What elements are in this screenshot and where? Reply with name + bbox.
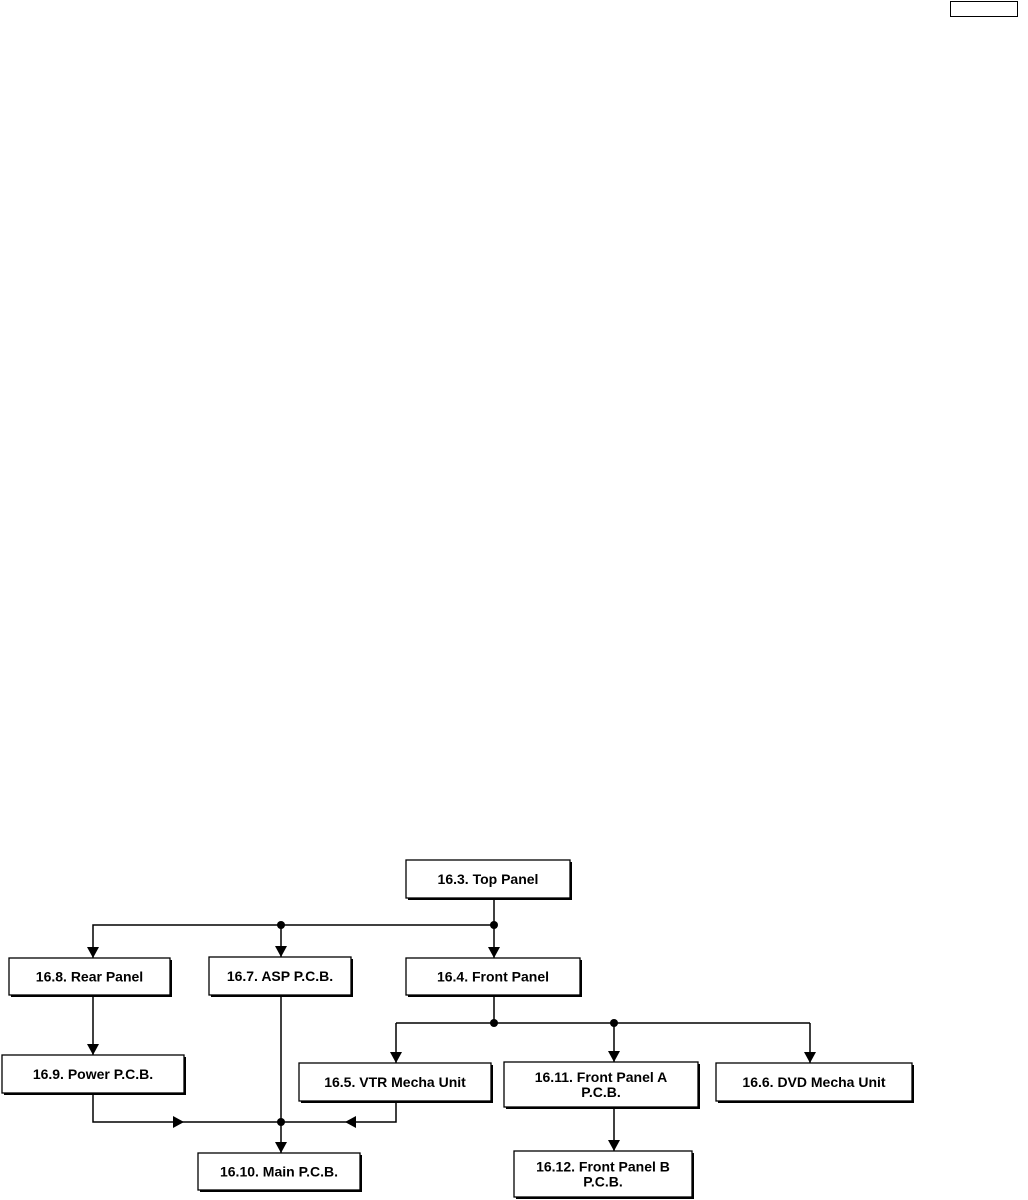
node-label: 16.8. Rear Panel — [36, 969, 143, 985]
node-box — [405, 859, 571, 899]
node-box — [208, 956, 352, 996]
node-box — [513, 1150, 693, 1198]
node-label: 16.7. ASP P.C.B. — [227, 968, 333, 984]
edge-vtr-to-main — [281, 1101, 397, 1123]
junction-dot — [490, 921, 498, 929]
arrowhead-asp-pcb — [275, 946, 287, 957]
node-label: 16.3. Top Panel — [438, 871, 539, 887]
node-label: 16.4. Front Panel — [437, 969, 549, 985]
page-number-box — [950, 1, 1018, 17]
node-box — [8, 957, 171, 996]
diagram-nodes: 16.3. Top Panel 16.8. Rear Panel 16.7. ASP… — [1, 859, 914, 1199]
node-front-panel: 16.4. Front Panel — [405, 957, 582, 997]
junction-dot — [277, 1118, 285, 1126]
node-main-pcb: 16.10. Main P.C.B. — [197, 1152, 362, 1192]
junction-dot — [610, 1019, 618, 1027]
node-box — [715, 1062, 913, 1102]
arrowhead-vtr — [390, 1052, 402, 1063]
arrowhead-front-panel — [488, 947, 500, 958]
node-label: 16.12. Front Panel B — [536, 1159, 670, 1175]
node-rear-panel: 16.8. Rear Panel — [8, 957, 172, 997]
edge-power-to-main — [92, 1093, 281, 1123]
junction-dot — [277, 921, 285, 929]
junction-dot — [490, 1019, 498, 1027]
node-label: 16.9. Power P.C.B. — [33, 1066, 153, 1082]
node-box — [503, 1061, 699, 1108]
node-label: P.C.B. — [583, 1174, 622, 1190]
arrowhead-power-into-main — [173, 1116, 184, 1128]
arrowhead-vtr-into-main — [345, 1116, 356, 1128]
arrowhead-power-pcb — [87, 1044, 99, 1055]
arrowhead-main-pcb — [275, 1142, 287, 1153]
node-top-panel: 16.3. Top Panel — [405, 859, 572, 900]
node-box — [298, 1062, 492, 1102]
node-front-panel-a-pcb: 16.11. Front Panel AP.C.B. — [503, 1061, 700, 1109]
node-label: 16.10. Main P.C.B. — [220, 1164, 338, 1180]
arrowhead-dvd — [804, 1052, 816, 1063]
node-box — [197, 1152, 361, 1191]
node-label: P.C.B. — [581, 1084, 620, 1100]
node-label: 16.5. VTR Mecha Unit — [324, 1074, 466, 1090]
edge-top-to-rear-panel — [92, 924, 494, 958]
node-label: 16.11. Front Panel A — [535, 1069, 668, 1085]
arrowhead-front-panel-a — [608, 1051, 620, 1062]
node-asp-pcb: 16.7. ASP P.C.B. — [208, 956, 353, 997]
connector-lines — [87, 898, 816, 1153]
node-dvd-mecha-unit: 16.6. DVD Mecha Unit — [715, 1062, 914, 1103]
node-label: 16.6. DVD Mecha Unit — [742, 1074, 885, 1090]
node-power-pcb: 16.9. Power P.C.B. — [1, 1054, 186, 1095]
node-box — [1, 1054, 185, 1094]
arrowhead-front-panel-b — [608, 1140, 620, 1151]
node-vtr-mecha-unit: 16.5. VTR Mecha Unit — [298, 1062, 493, 1103]
node-box — [405, 957, 581, 996]
node-front-panel-b-pcb: 16.12. Front Panel BP.C.B. — [513, 1150, 694, 1199]
arrowhead-rear-panel — [87, 947, 99, 958]
